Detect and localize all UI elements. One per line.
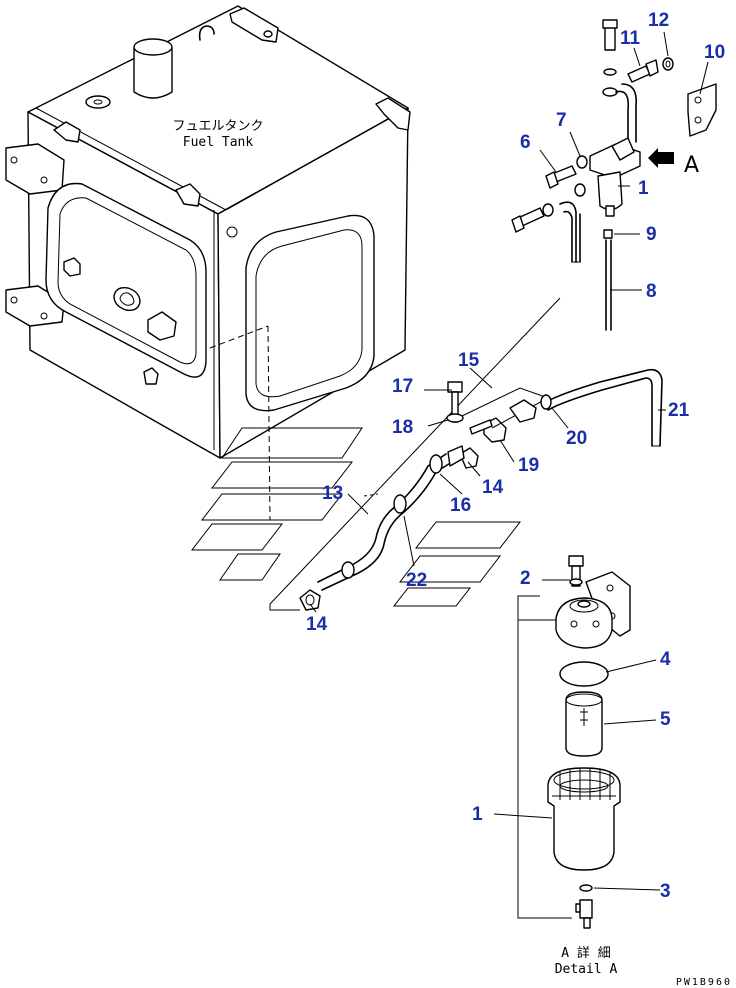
svg-text:A 詳 細: A 詳 細 [561, 945, 610, 961]
callout-10: 10 [704, 42, 725, 63]
callout-14-upper: 14 [482, 477, 504, 498]
hose-clamp-16 [429, 454, 443, 474]
callout-21: 21 [668, 400, 690, 421]
svg-text:Detail A: Detail A [555, 962, 618, 977]
view-label-a: A [684, 153, 699, 178]
hose-clamp-22b [341, 561, 355, 579]
callout-17: 17 [392, 376, 413, 397]
callout-5: 5 [660, 709, 671, 730]
detail-bolt [568, 555, 584, 567]
bolt-11 [627, 65, 651, 83]
detail-label: A 詳 細 Detail A [555, 945, 618, 977]
filter-head-detail [555, 597, 613, 649]
seal-4 [559, 661, 609, 687]
drawing-code: PW1B960 [676, 977, 732, 988]
callout-7: 7 [556, 110, 567, 131]
washer-12 [662, 57, 674, 71]
sender-port [113, 286, 141, 312]
washer-7 [576, 155, 588, 169]
fitting-20 [540, 394, 552, 410]
callout-numbers: 1 6 7 8 9 10 11 12 13 14 14 15 16 17 18 … [306, 10, 725, 902]
fitting-14-lower [299, 589, 321, 611]
filler-neck [133, 38, 173, 99]
side-cover [226, 214, 375, 412]
callout-3: 3 [660, 881, 671, 902]
callout-15: 15 [458, 350, 480, 371]
svg-text:フュエルタンク: フュエルタンク [172, 119, 263, 134]
fitting-14-upper [459, 447, 479, 469]
callout-16: 16 [450, 495, 471, 516]
mounting-plates [190, 297, 561, 611]
gauge-port [85, 95, 111, 109]
tank-label: フュエルタンク Fuel Tank [172, 119, 263, 150]
washer-18 [446, 413, 464, 423]
fuel-hose-assembly [299, 368, 663, 611]
lug-right [375, 97, 411, 131]
callout-4: 4 [660, 649, 671, 670]
bowl-1 [547, 767, 621, 871]
drain-plug [579, 899, 593, 919]
callout-2: 2 [520, 568, 531, 589]
filter-assembly-upper [511, 19, 717, 331]
callout-12: 12 [648, 10, 669, 31]
callout-13: 13 [322, 483, 343, 504]
leader-lines [309, 31, 709, 891]
tank-hook [198, 25, 215, 41]
callout-8: 8 [646, 281, 657, 302]
fitting-15 [509, 399, 537, 423]
svg-text:Fuel Tank: Fuel Tank [183, 135, 254, 150]
callout-14-lower: 14 [306, 614, 328, 635]
callout-1-upper: 1 [638, 178, 649, 199]
lug-left [53, 121, 81, 143]
o-ring-3 [579, 884, 593, 892]
view-arrow-icon [648, 148, 674, 168]
callout-11: 11 [620, 28, 641, 49]
cover-fitting [147, 311, 177, 341]
hose-clamp-22 [393, 494, 407, 514]
callout-1-lower: 1 [472, 804, 483, 825]
callout-18: 18 [392, 417, 413, 438]
callout-9: 9 [646, 224, 657, 245]
detail-a-filter [517, 555, 631, 929]
filter-body [597, 171, 623, 211]
fuel-tank [5, 5, 411, 521]
callout-6: 6 [520, 132, 531, 153]
washer-2 [569, 578, 583, 586]
bracket-10 [687, 83, 717, 137]
callout-19: 19 [518, 455, 539, 476]
fitting-9 [603, 229, 613, 239]
callout-20: 20 [566, 428, 587, 449]
callout-22: 22 [406, 570, 427, 591]
front-cover [45, 182, 207, 385]
lug-front [175, 183, 201, 207]
